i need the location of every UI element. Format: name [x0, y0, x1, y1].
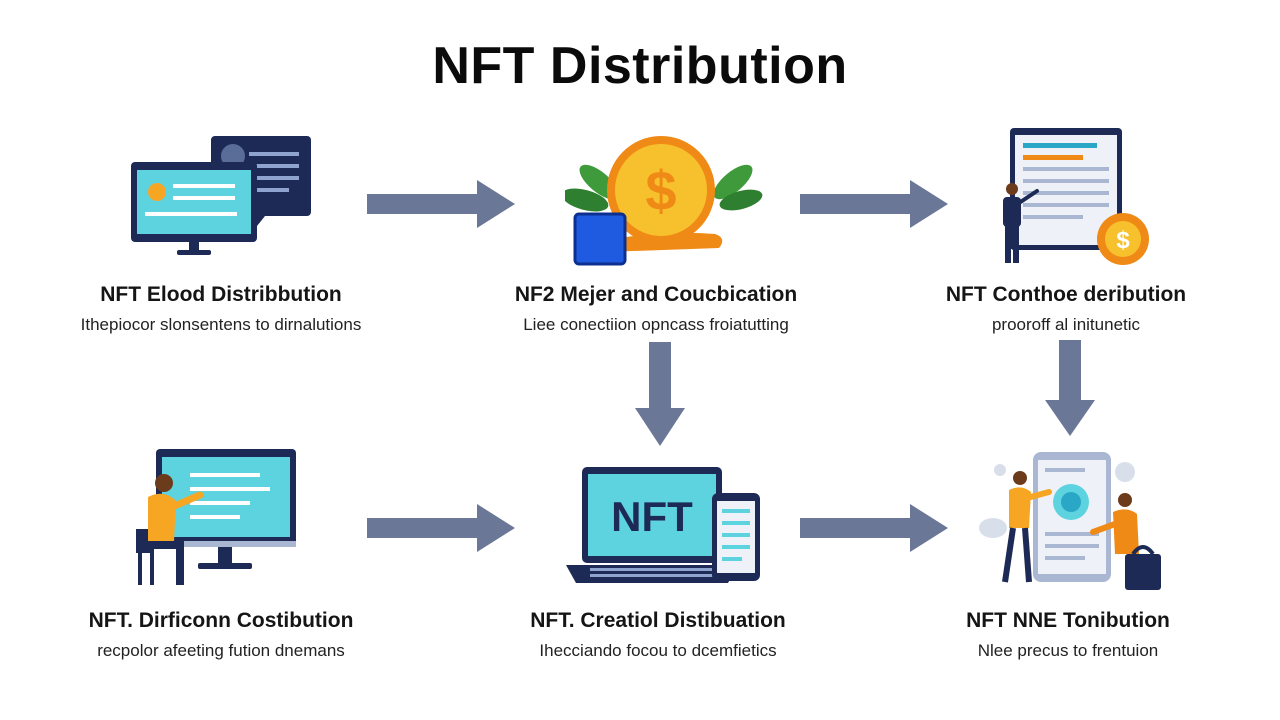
step-heading: NF2 Mejer and Coucbication — [514, 283, 798, 306]
step-5-caption: NFT. Creatiol Distibuation Ihecciando fo… — [468, 609, 848, 661]
step-1-caption: NFT Elood Distribbution Ithepiocor slons… — [31, 283, 411, 335]
svg-text:NFT: NFT — [611, 493, 693, 540]
step-heading: NFT Conthoe deribution — [945, 283, 1187, 306]
arrow-right-5-6 — [800, 504, 948, 552]
arrow-right-1-2 — [367, 180, 515, 228]
dollar-coin-icon: $ — [565, 136, 763, 266]
step-subtitle: prooroff al initunetic — [991, 315, 1141, 334]
step-heading: NFT NNE Tonibution — [966, 609, 1170, 632]
step-4-caption: NFT. Dirficonn Costibution recpolor afee… — [31, 609, 411, 661]
person-monitor-icon — [136, 449, 296, 585]
arrow-right-2-3 — [800, 180, 948, 228]
people-phone-icon — [979, 452, 1161, 590]
svg-text:$: $ — [1116, 227, 1130, 254]
step-subtitle: Liee conectiion opncass froiatutting — [523, 315, 789, 334]
step-2-caption: NF2 Mejer and Coucbication Liee conectii… — [466, 283, 846, 335]
step-heading: NFT. Creatiol Distibuation — [530, 609, 786, 632]
step-3-caption: NFT Conthoe deribution prooroff al initu… — [876, 283, 1256, 335]
step-subtitle: Nlee precus to frentuion — [977, 641, 1159, 660]
step-heading: NFT Elood Distribbution — [100, 283, 342, 306]
step-subtitle: Ihecciando focou to dcemfietics — [539, 641, 777, 660]
step-6-caption: NFT NNE Tonibution Nlee precus to frentu… — [878, 609, 1258, 661]
step-heading: NFT. Dirficonn Costibution — [88, 609, 354, 632]
arrow-down-2-5 — [635, 342, 685, 446]
arrow-right-4-5 — [367, 504, 515, 552]
diagram-title: NFT Distribution — [432, 37, 848, 95]
step-subtitle: Ithepiocor slonsentens to dirnalutions — [80, 315, 362, 334]
arrow-down-3-6 — [1045, 340, 1095, 436]
svg-text:$: $ — [645, 159, 676, 222]
document-presenter-icon: $ — [1003, 128, 1149, 265]
monitor-chat-icon — [131, 136, 311, 255]
laptop-phone-nft-icon: NFT — [566, 467, 760, 583]
step-subtitle: recpolor afeeting fution dnemans — [97, 641, 345, 660]
